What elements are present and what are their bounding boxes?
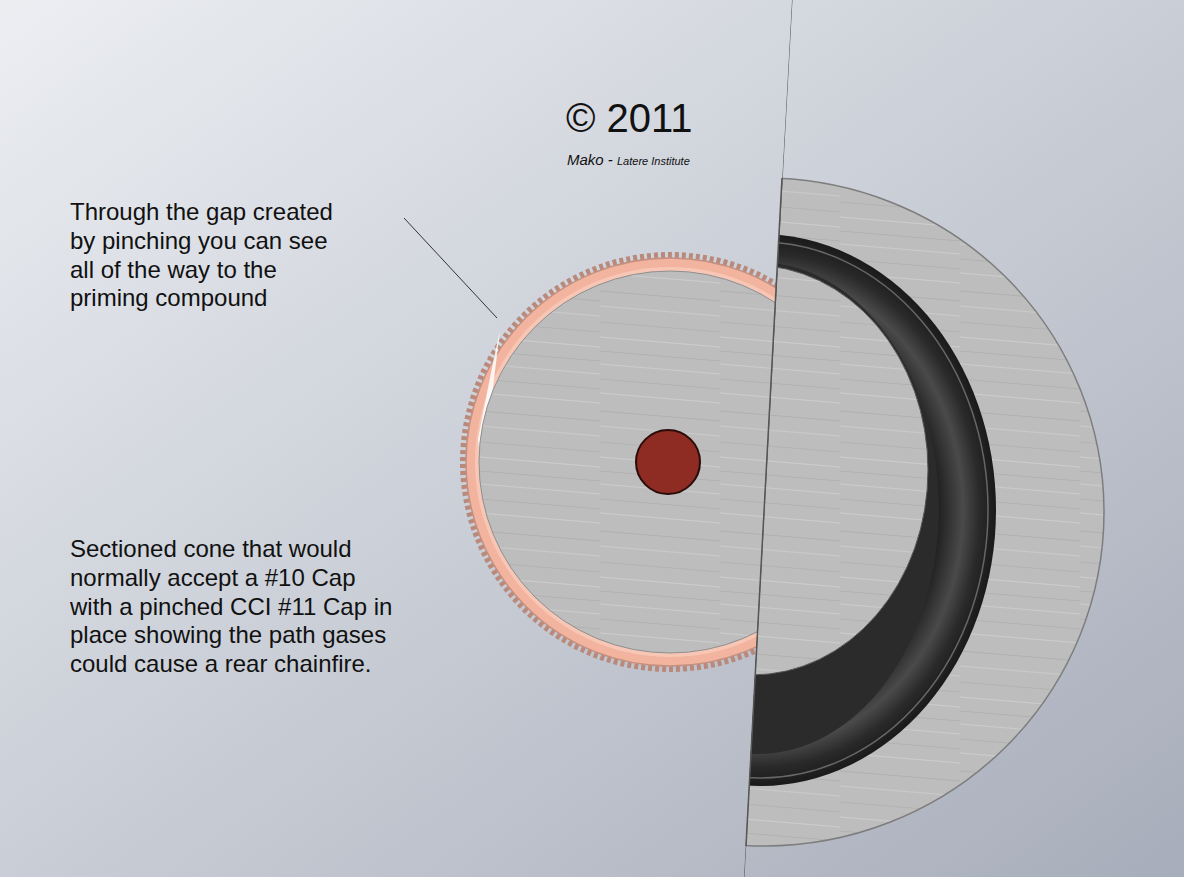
callout-note: Through the gap created by pinching you … xyxy=(70,198,346,313)
copyright: © 2011 xyxy=(566,94,693,142)
author: Mako - xyxy=(567,151,613,169)
institute: Latere Institute xyxy=(617,155,690,168)
leader-line xyxy=(404,218,497,318)
caption-note: Sectioned cone that would normally accep… xyxy=(70,535,400,679)
sectioned-cone xyxy=(424,178,1104,846)
section-cut xyxy=(746,178,782,846)
